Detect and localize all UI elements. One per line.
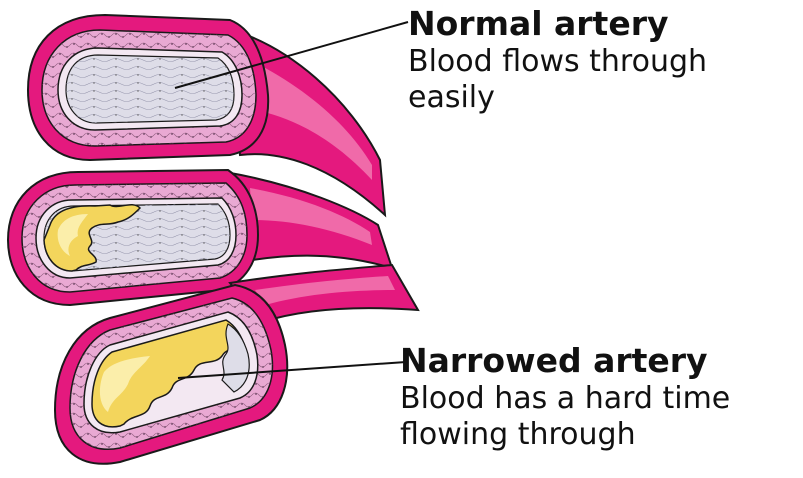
normal-artery-label: Normal artery Blood flows through easily [408, 4, 798, 116]
narrowed-artery-description: Blood has a hard time flowing through [400, 381, 800, 453]
normal-artery-title: Normal artery [408, 4, 798, 44]
narrowed-artery-title: Narrowed artery [400, 341, 800, 381]
narrowed-artery-label: Narrowed artery Blood has a hard time fl… [400, 341, 800, 453]
normal-artery-description: Blood flows through easily [408, 44, 798, 116]
